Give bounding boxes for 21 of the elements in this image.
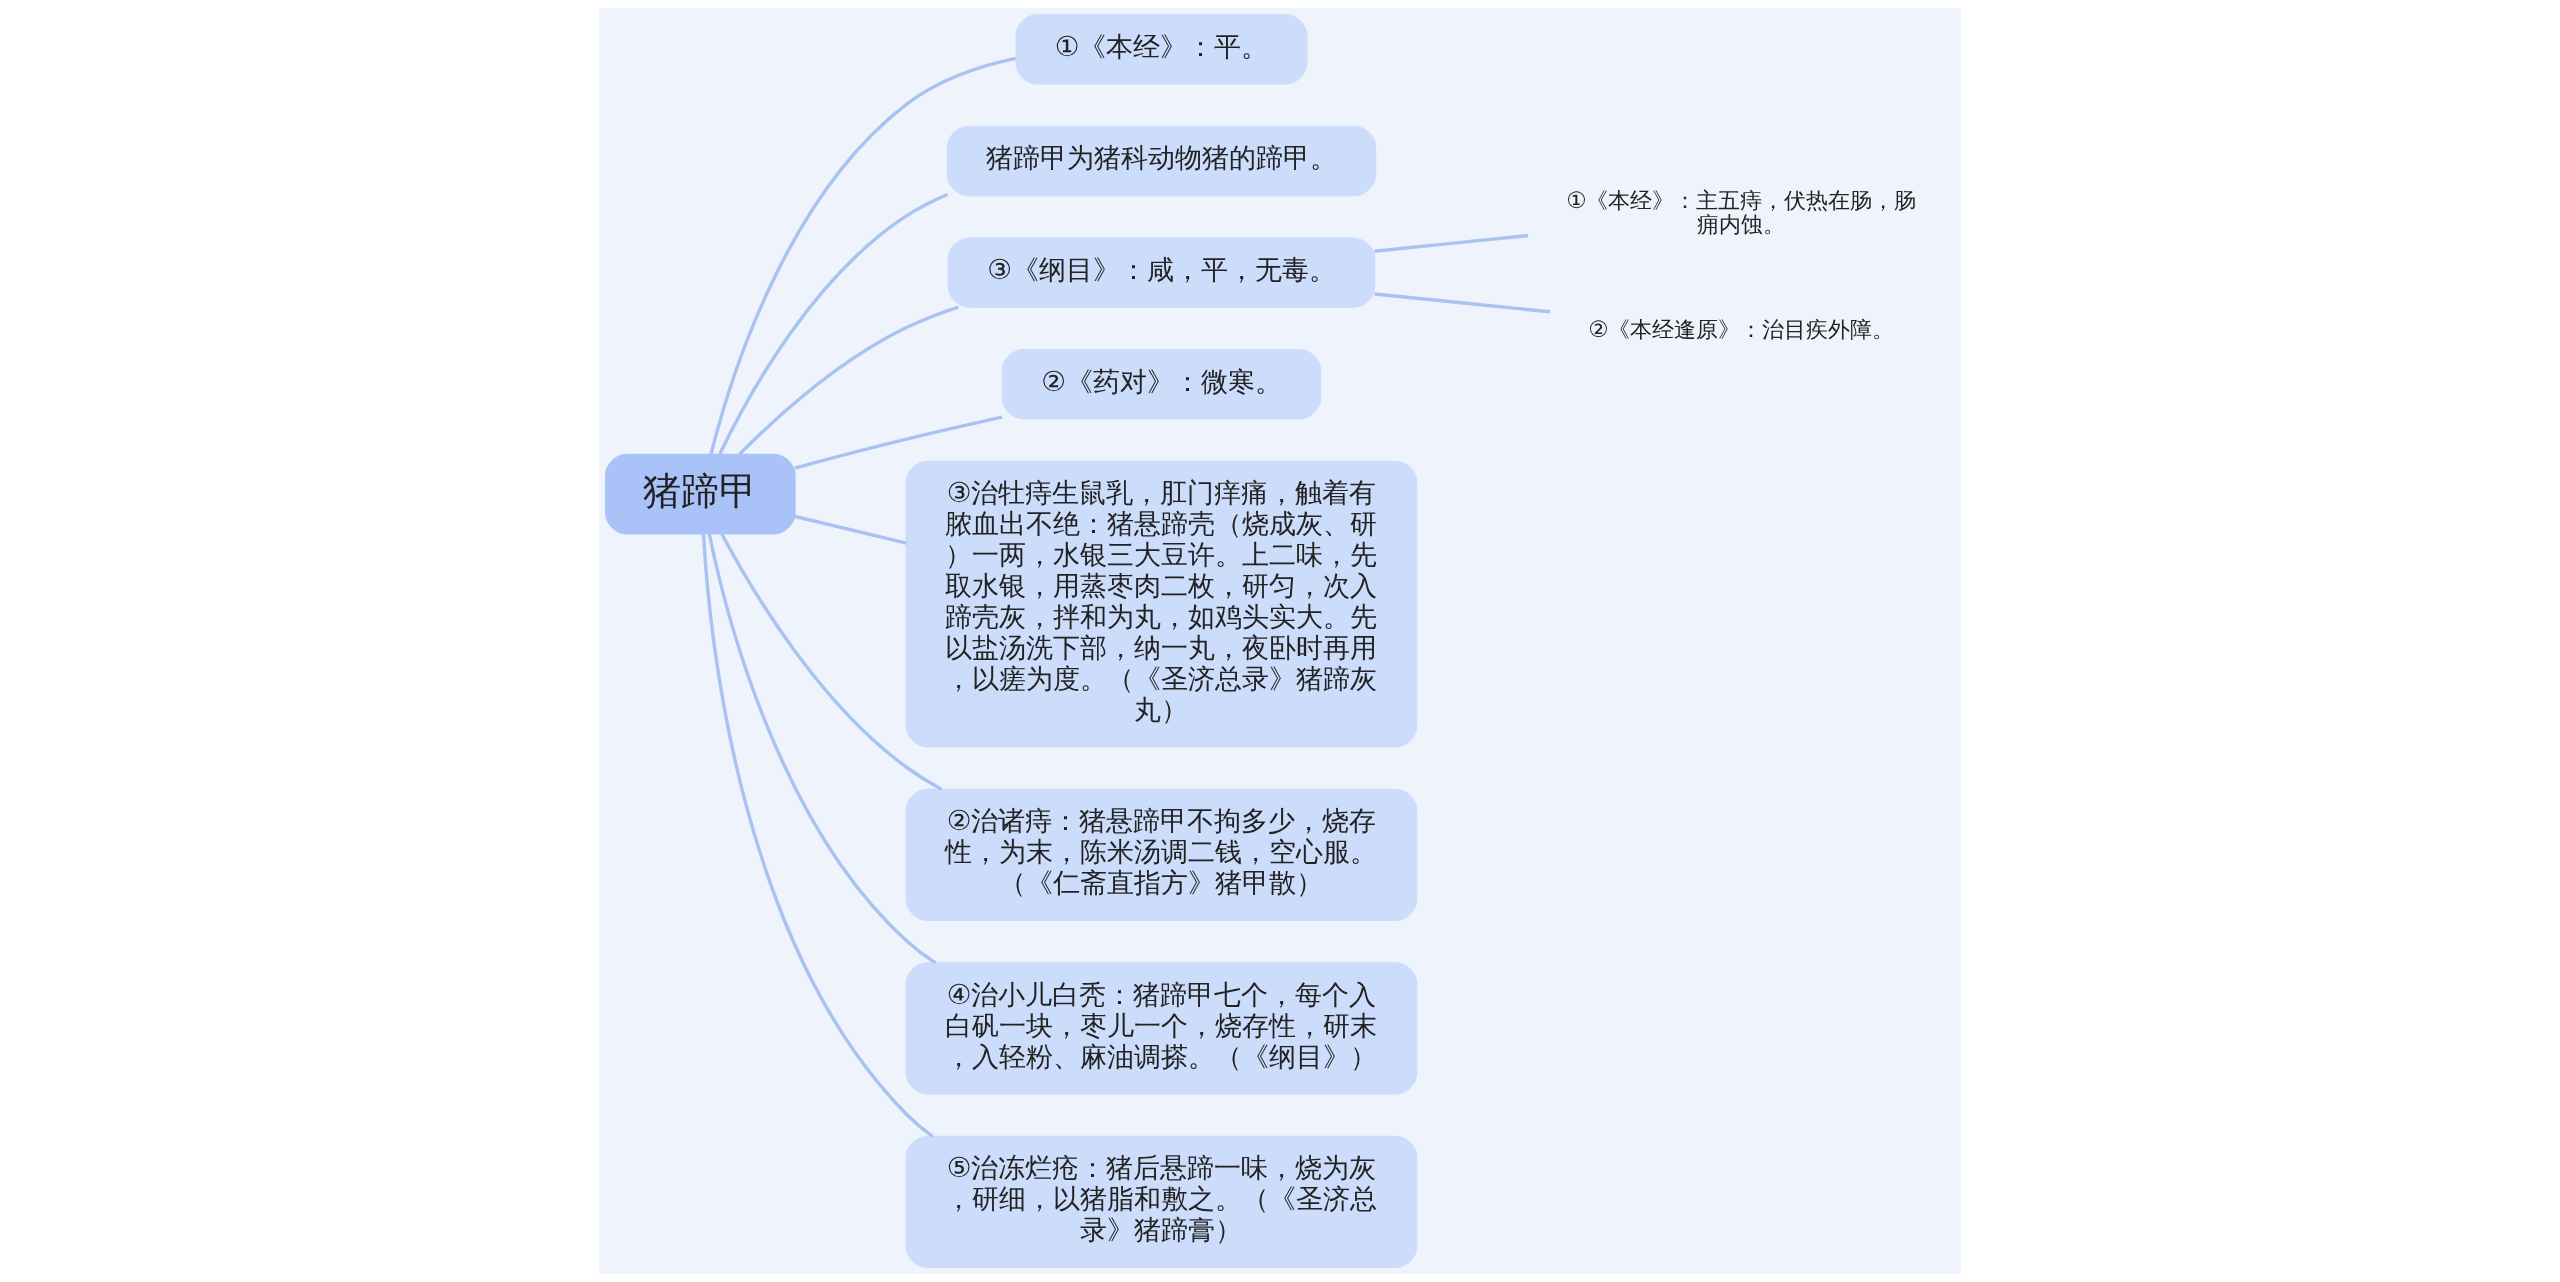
node-text: ①《本经》：主五痔，伏热在肠，肠痈内蚀。 <box>1566 187 1917 238</box>
node-box: ②《药对》：微寒。 <box>1001 349 1322 420</box>
connector <box>1374 233 1529 253</box>
node-box: ⑤治冻烂疮：猪后悬蹄一味，烧为灰，研细，以猪脂和敷之。（《圣济总录》猪蹄膏） <box>905 1135 1418 1268</box>
node-box: ②治诸痔：猪悬蹄甲不拘多少，烧存性，为末，陈米汤调二钱，空心服。（《仁斋直指方》猪甲散） <box>905 788 1418 921</box>
node-text: ②《本经逢原》：治目疾外障。 <box>1588 315 1895 342</box>
connector <box>794 514 907 545</box>
node-box: ③治牡痔生鼠乳，肛门痒痛，触着有脓血出不绝：猪悬蹄壳（烧成灰、研）一两，水银三大豆许。上二味，先取水银，用蒸枣肉二枚，研匀，次入蹄壳灰，拌和为丸，如鸡头实大。先以盐汤洗下部，纳一丸，夜卧时再用，以瘥为度。（《圣济总录》猪蹄灰丸） <box>905 460 1418 748</box>
node-box: ④治小儿白秃：猪蹄甲七个，每个入白矾一块，枣儿一个，烧存性，研末，入轻粉、麻油调搽。（《纲目》） <box>905 962 1418 1095</box>
connector <box>794 415 1003 470</box>
node-box: ①《本经》：平。 <box>1015 14 1308 85</box>
connector <box>709 56 1017 455</box>
connector <box>707 533 937 965</box>
node-box: 猪蹄甲为猪科动物猪的蹄甲。 <box>946 125 1377 197</box>
connector <box>718 192 949 455</box>
connector <box>720 533 943 791</box>
connector <box>701 533 934 1138</box>
connector <box>1374 292 1551 314</box>
connector <box>738 305 959 456</box>
node-box: ③《纲目》：咸，平，无毒。 <box>947 237 1376 308</box>
node-box: 猪蹄甲 <box>605 453 796 535</box>
